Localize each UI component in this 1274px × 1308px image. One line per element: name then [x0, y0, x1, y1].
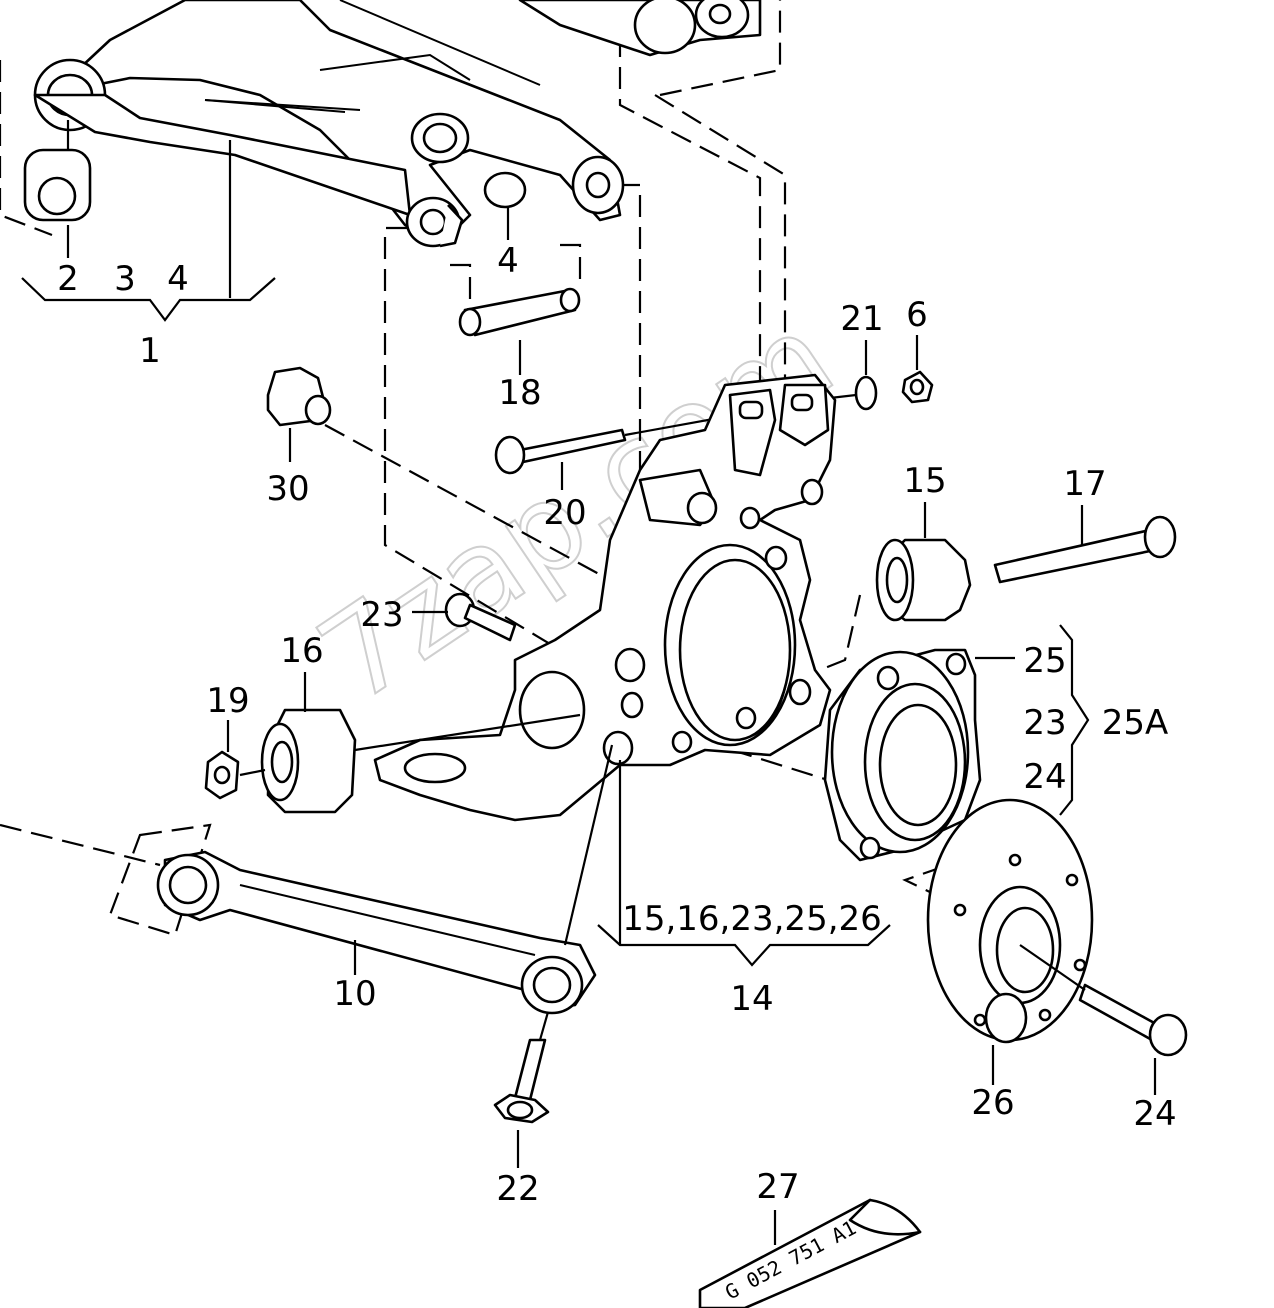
wheel-carrier — [373, 373, 837, 822]
callout-1: 1 — [139, 331, 161, 371]
callout-14-group: 15,16,23,25,26 — [622, 899, 882, 939]
sleeve-18 — [450, 243, 582, 337]
bushing-right-arm — [571, 155, 625, 215]
callout-4-right: 4 — [497, 241, 519, 281]
leader-lines — [21, 140, 1157, 1245]
bushing-2 — [23, 120, 92, 222]
bolt-17 — [993, 515, 1177, 584]
bushing-15 — [875, 538, 972, 622]
bolt-23 — [412, 592, 517, 642]
callout-20: 20 — [543, 493, 586, 533]
callout-3: 3 — [114, 259, 136, 299]
callout-16: 16 — [280, 631, 323, 671]
damper-weight-30 — [266, 366, 332, 427]
callout-30: 30 — [266, 469, 309, 509]
callout-21: 21 — [840, 299, 883, 339]
callout-25A: 25A — [1102, 703, 1169, 743]
callout-24: 24 — [1133, 1094, 1176, 1134]
callout-14: 14 — [730, 979, 773, 1019]
bushing-16 — [260, 708, 581, 814]
callout-27: 27 — [756, 1167, 799, 1207]
flange-25 — [823, 648, 982, 862]
nut-6 — [901, 370, 934, 404]
callout-23-left: 23 — [360, 595, 403, 635]
callout-18: 18 — [498, 373, 541, 413]
sealant-tube-27: G 052 751 A1 — [698, 1198, 922, 1308]
nut-19 — [204, 750, 266, 800]
cap-4 — [483, 171, 527, 209]
subframe — [78, 0, 762, 247]
bushing-4 — [405, 196, 464, 248]
callout-10: 10 — [333, 974, 376, 1014]
callout-15: 15 — [903, 461, 946, 501]
wheel-hub-26 — [926, 798, 1094, 1044]
bolt-24 — [1019, 944, 1188, 1057]
bolt-22 — [493, 1011, 550, 1124]
callout-2: 2 — [57, 259, 79, 299]
callout-24-group: 24 — [1023, 757, 1066, 797]
callout-25: 25 — [1023, 641, 1066, 681]
lower-link-10 — [156, 850, 597, 1015]
callout-22: 22 — [496, 1169, 539, 1209]
control-arm-upper-left — [33, 58, 412, 217]
callout-4-left: 4 — [167, 259, 189, 299]
callout-19: 19 — [206, 681, 249, 721]
callout-labels: 2 3 4 1 4 18 30 20 21 6 15 17 23 16 19 2… — [57, 241, 1176, 1209]
bushing-upper-ring — [410, 112, 470, 164]
callout-17: 17 — [1063, 464, 1106, 504]
callout-23-right: 23 — [1023, 703, 1066, 743]
callout-6: 6 — [906, 295, 928, 335]
bolt-20 — [494, 410, 753, 475]
callout-26: 26 — [971, 1083, 1014, 1123]
